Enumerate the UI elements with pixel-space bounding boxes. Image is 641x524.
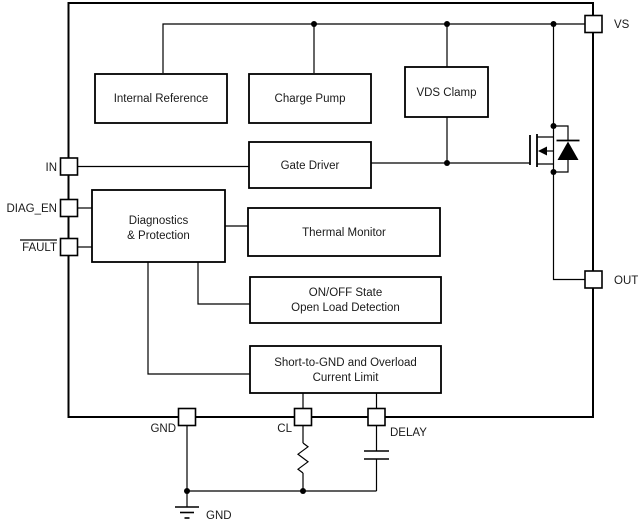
pin-fault: FAULT	[20, 237, 79, 257]
pin-fault-label: FAULT	[22, 242, 57, 254]
body-diode-icon	[553, 125, 580, 173]
power-mosfet-symbol	[529, 125, 580, 173]
block-gate-driver-label: Gate Driver	[281, 160, 340, 172]
block-current-limit-label-line1: Short-to-GND and Overload	[274, 357, 417, 369]
block-diagnostics-label-line2: & Protection	[127, 230, 190, 242]
block-gate-driver: Gate Driver	[248, 141, 372, 189]
pin-in: IN	[46, 157, 79, 176]
capacitor-icon	[364, 450, 389, 460]
pin-cl-label: CL	[277, 423, 292, 435]
pin-gnd: GND	[150, 407, 197, 435]
wire-diagnostics-to-current-limit	[147, 262, 250, 375]
pin-gnd-label: GND	[150, 423, 176, 435]
pin-cl: CL	[277, 407, 313, 435]
pin-diag-en-label: DIAG_EN	[7, 203, 58, 215]
block-internal-reference-label: Internal Reference	[114, 93, 209, 105]
block-internal-reference: Internal Reference	[94, 73, 228, 124]
wire-fet-rail-to-out	[552, 24, 585, 281]
block-current-limit: Short-to-GND and Overload Current Limit	[249, 345, 442, 394]
block-open-load-label-line1: ON/OFF State	[309, 287, 383, 299]
wire-vs-bus	[162, 23, 585, 73]
junction-dot	[550, 123, 557, 129]
junction-dot	[444, 21, 450, 27]
junction-dot	[184, 488, 190, 494]
block-diagnostics-protection: Diagnostics & Protection	[91, 189, 226, 263]
pin-out-label: OUT	[614, 275, 638, 287]
external-ground-label: GND	[206, 510, 232, 522]
resistor-icon	[296, 442, 310, 474]
block-charge-pump-label: Charge Pump	[275, 93, 346, 105]
block-vds-clamp: VDS Clamp	[404, 66, 489, 118]
pin-vs: VS	[584, 14, 630, 34]
junction-dot	[300, 488, 306, 494]
block-open-load-detection: ON/OFF State Open Load Detection	[249, 276, 442, 324]
pin-diag-en: DIAG_EN	[7, 198, 79, 218]
block-diagnostics-label-line1: Diagnostics	[129, 215, 189, 227]
block-charge-pump: Charge Pump	[248, 73, 372, 124]
block-current-limit-label-line2: Current Limit	[313, 372, 380, 384]
block-vds-clamp-label: VDS Clamp	[416, 87, 476, 99]
block-thermal-monitor-label: Thermal Monitor	[302, 227, 386, 239]
pin-out: OUT	[584, 270, 638, 289]
wire-diagnostics-to-open-load	[197, 262, 250, 305]
block-thermal-monitor: Thermal Monitor	[247, 207, 441, 257]
junction-dot	[444, 160, 450, 166]
pin-vs-label: VS	[614, 19, 630, 31]
pin-in-label: IN	[46, 162, 58, 174]
mosfet-body-arrow	[538, 146, 547, 156]
junction-dot	[550, 21, 557, 27]
block-open-load-label-line2: Open Load Detection	[291, 302, 400, 314]
ground-symbol-icon	[175, 506, 199, 519]
junction-dot	[311, 21, 317, 27]
junction-dot	[550, 169, 557, 175]
pin-delay-label: DELAY	[390, 427, 427, 439]
pin-delay: DELAY	[367, 407, 427, 439]
